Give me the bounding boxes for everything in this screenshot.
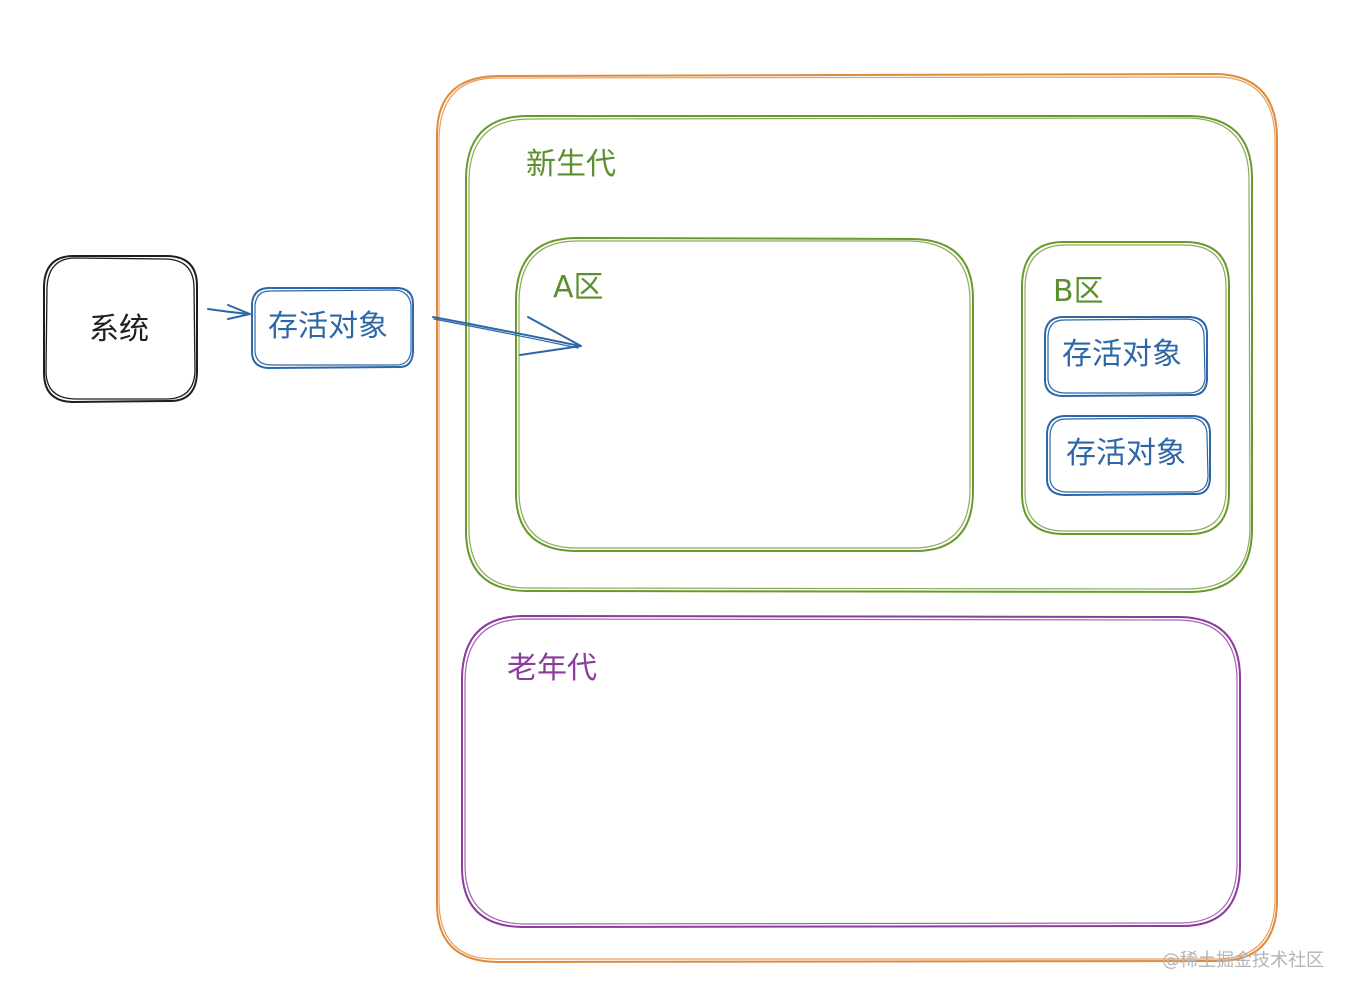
- area-a-box: [515, 237, 974, 553]
- system-node-box: [43, 255, 198, 403]
- young-gen-box: [465, 115, 1253, 593]
- b-object-2-box: [1046, 415, 1211, 496]
- incoming-object-box: [251, 287, 414, 369]
- incoming-object-label: 存活对象: [268, 309, 388, 344]
- system-label: 系统: [89, 312, 149, 347]
- young-gen-label: 新生代: [526, 147, 616, 182]
- b-object-1-label: 存活对象: [1062, 337, 1182, 372]
- area-b-label: B区: [1053, 274, 1104, 309]
- old-gen-box: [461, 615, 1241, 928]
- area-a-label: A区: [553, 270, 604, 305]
- b-object-1-box: [1044, 316, 1208, 397]
- b-object-2-label: 存活对象: [1066, 436, 1186, 471]
- watermark: @稀土掘金技术社区: [1162, 950, 1324, 971]
- area-b-box: [1021, 241, 1230, 536]
- old-gen-label: 老年代: [507, 651, 597, 686]
- arrow-system-to-object: [207, 304, 251, 320]
- arrow-object-to-area-a: [432, 316, 582, 356]
- heap-container: [435, 73, 1278, 963]
